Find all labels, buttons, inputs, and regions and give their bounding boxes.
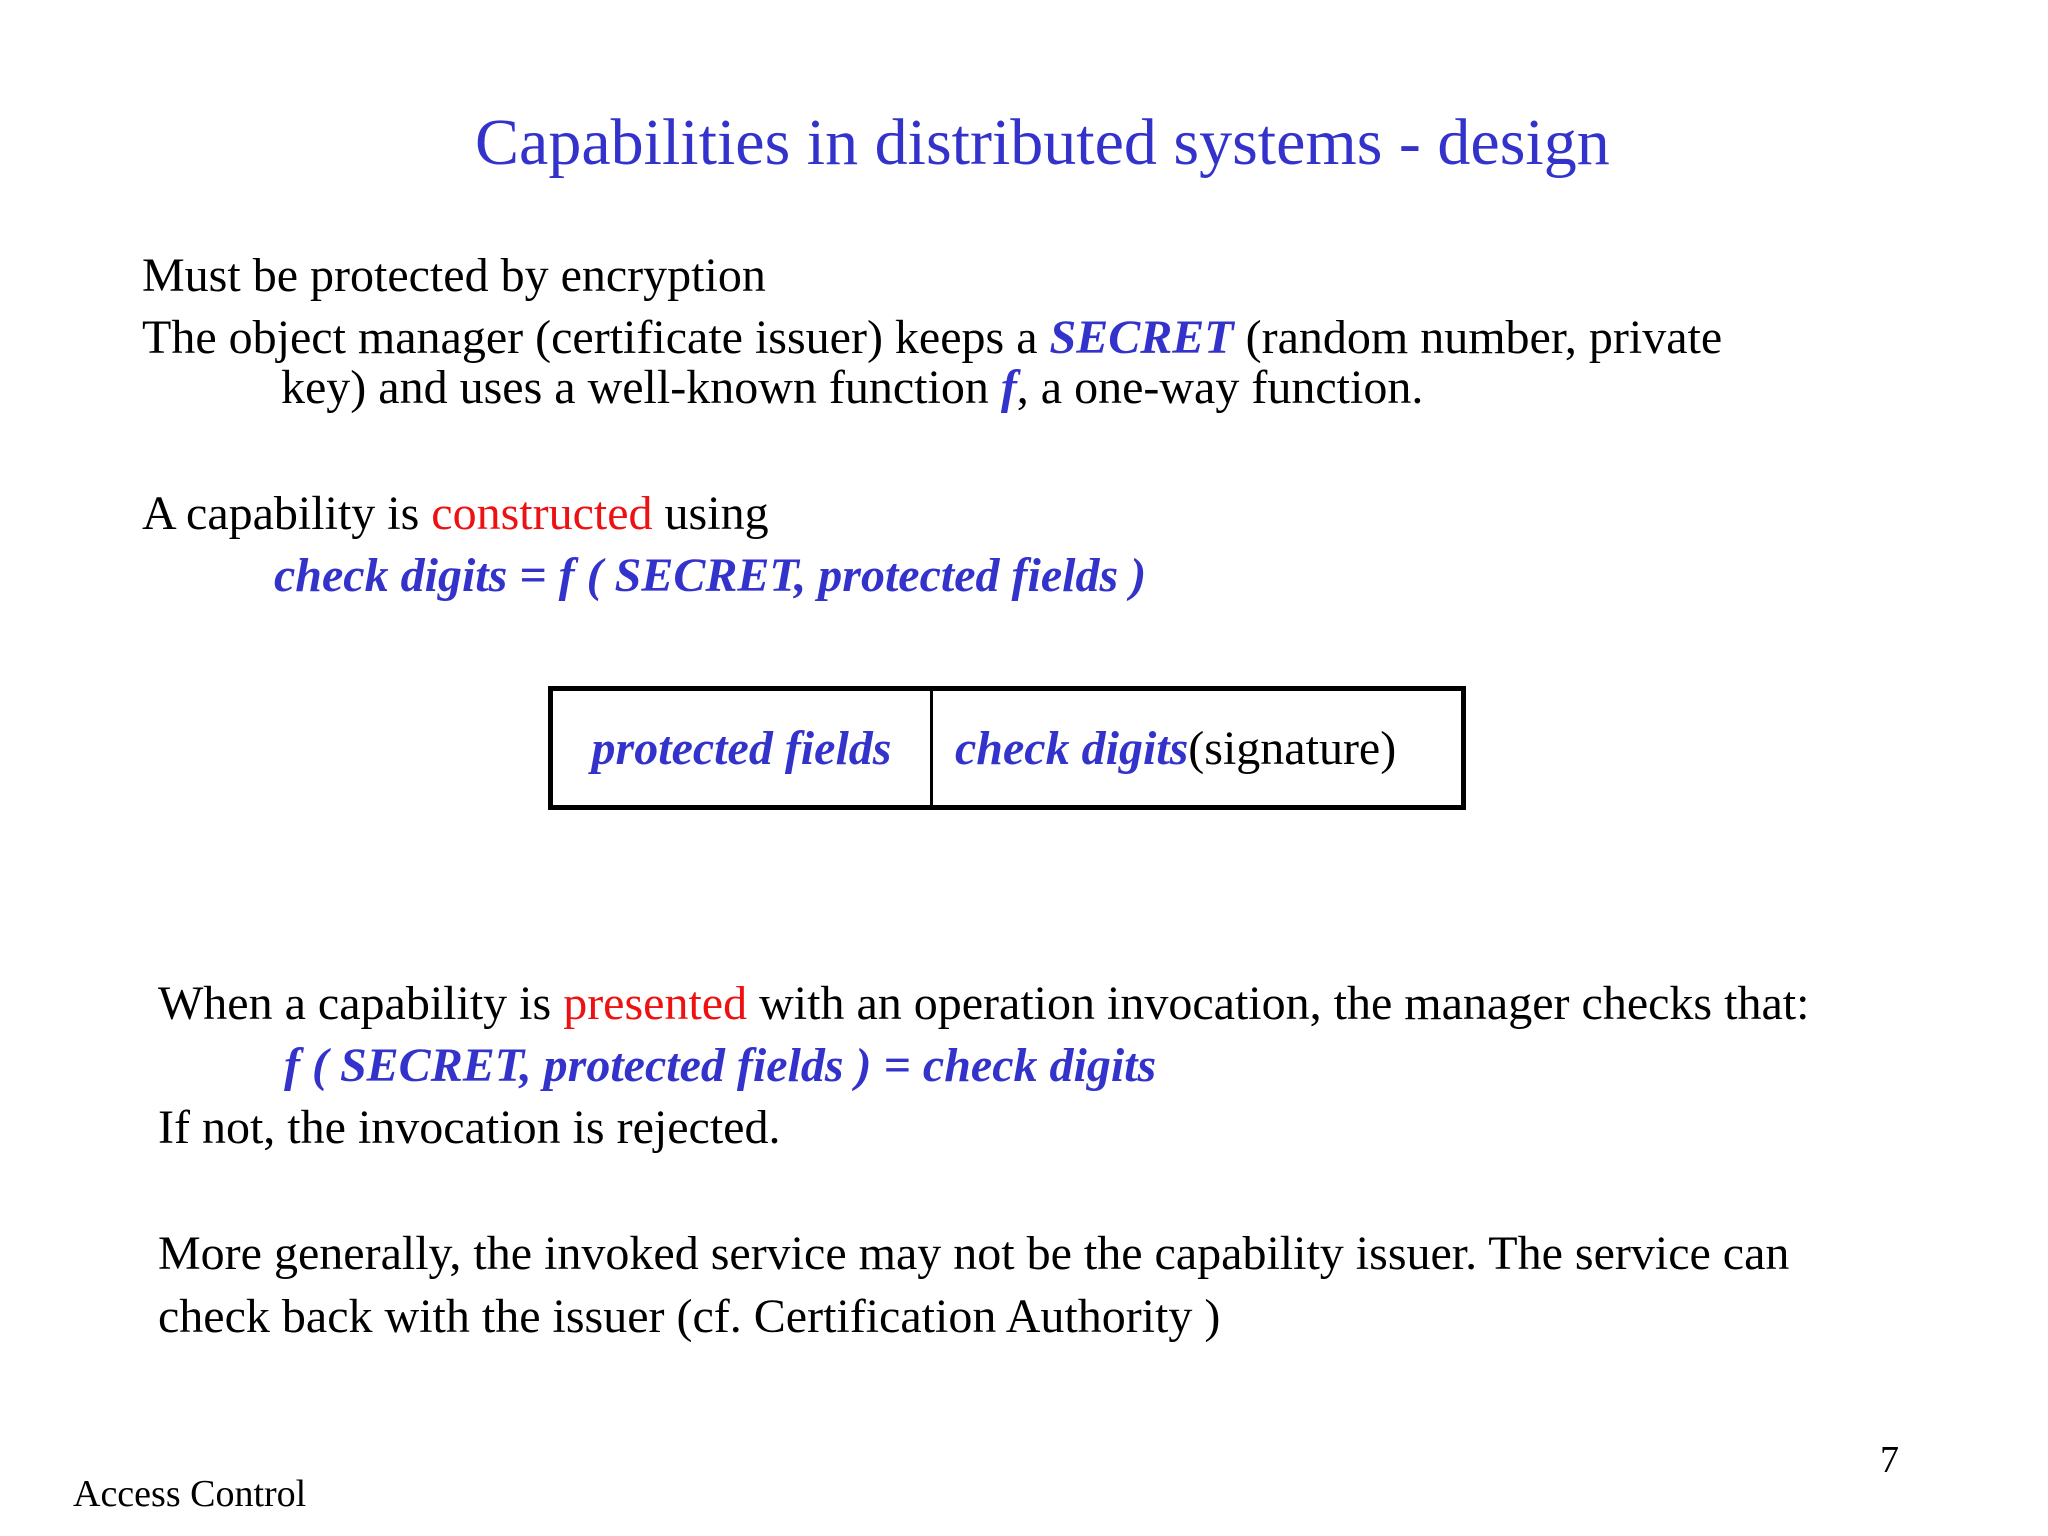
para2-line1: A capability is constructed using xyxy=(142,490,769,538)
para3-line3: If not, the invocation is rejected. xyxy=(158,1101,781,1154)
capability-structure-table: protected fields check digits (signature… xyxy=(548,686,1466,810)
para1-line3-pre: key) and uses a well-known function xyxy=(281,361,1001,414)
secret-term: SECRET xyxy=(1049,311,1234,364)
function-f-term: f xyxy=(1000,361,1017,414)
para3-line1-post: with an operation invocation, the manage… xyxy=(747,977,1810,1030)
signature-label: (signature) xyxy=(1188,721,1397,775)
para1-line3-post: , a one-way function. xyxy=(1016,361,1424,414)
para1-line2-pre: The object manager (certificate issuer) … xyxy=(142,311,1050,364)
check-digits-label: check digits xyxy=(955,721,1189,775)
para1-line3: key) and uses a well-known function f, a… xyxy=(281,364,1423,412)
para2-line1-post: using xyxy=(652,487,769,540)
para3-line1: When a capability is presented with an o… xyxy=(158,980,1809,1028)
para2-line1-pre: A capability is xyxy=(142,487,432,540)
construction-formula: check digits = f ( SECRET, protected fie… xyxy=(274,549,1147,602)
protected-fields-cell: protected fields xyxy=(553,691,933,805)
protected-fields-label: protected fields xyxy=(591,721,892,775)
constructed-term: constructed xyxy=(431,487,653,540)
para1-line2-post: (random number, private xyxy=(1233,311,1723,364)
verification-formula: f ( SECRET, protected fields ) = check d… xyxy=(284,1039,1157,1092)
para1-line2: The object manager (certificate issuer) … xyxy=(142,314,1722,362)
slide-title: Capabilities in distributed systems - de… xyxy=(475,106,1610,179)
page-number: 7 xyxy=(1880,1439,1899,1481)
para3-line1-pre: When a capability is xyxy=(158,977,564,1030)
footer-section-label: Access Control xyxy=(73,1473,307,1515)
check-digits-cell: check digits (signature) xyxy=(933,691,1461,805)
presented-term: presented xyxy=(563,977,748,1030)
para4-line1: More generally, the invoked service may … xyxy=(158,1227,1790,1280)
para4-line2: check back with the issuer (cf. Certific… xyxy=(158,1290,1221,1343)
para1-line1: Must be protected by encryption xyxy=(142,249,766,302)
